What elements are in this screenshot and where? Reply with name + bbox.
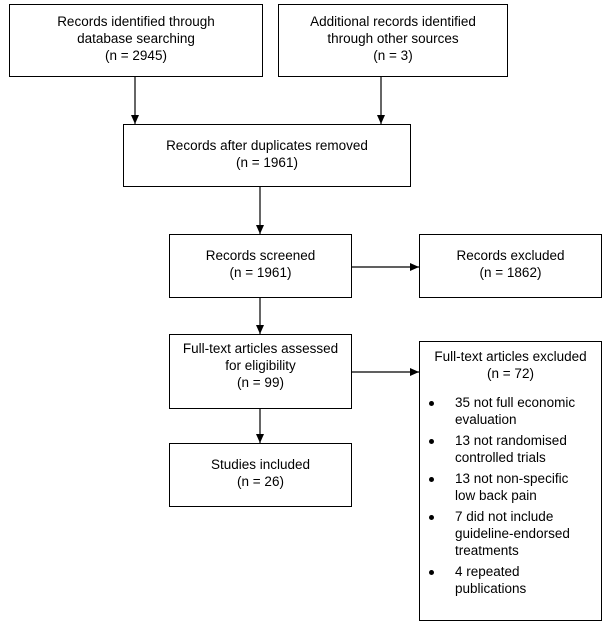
reason-2-line-1: 13 not randomised — [455, 433, 567, 448]
other-sources-box: Additional records identified through ot… — [278, 4, 508, 77]
full-text-excluded-count: (n = 72) — [487, 366, 534, 381]
bullet-dot — [429, 439, 434, 444]
other-sources-count: (n = 3) — [373, 48, 413, 63]
full-text-excluded-label: Full-text articles excluded — [434, 349, 587, 364]
studies-included-label: Studies included — [210, 457, 311, 472]
records-excluded-box: Records excluded (n = 1862) — [419, 234, 602, 298]
exclusion-reason-item: 13 not randomised controlled trials — [420, 432, 601, 466]
exclusion-reason-item: 4 repeated publications — [420, 563, 601, 597]
bullet-dot — [429, 570, 434, 575]
other-sources-line-2: through other sources — [327, 31, 459, 46]
exclusion-reason-item: 35 not full economic evaluation — [420, 394, 601, 428]
reason-3-line-2: low back pain — [455, 488, 537, 503]
records-excluded-count: (n = 1862) — [479, 265, 542, 280]
reason-3-line-1: 13 not non-specific — [455, 471, 569, 486]
database-searching-box: Records identified through database sear… — [9, 4, 263, 77]
full-text-assessed-count: (n = 99) — [237, 375, 284, 390]
full-text-excluded-box: Full-text articles excluded (n = 72) 35 … — [419, 341, 602, 621]
reason-4-line-3: treatments — [455, 543, 519, 558]
reason-5-line-1: 4 repeated — [455, 564, 520, 579]
records-screened-count: (n = 1961) — [229, 265, 292, 280]
exclusion-reasons-list: 35 not full economic evaluation 13 not r… — [420, 394, 601, 597]
reason-4-line-2: guideline-endorsed — [455, 526, 570, 541]
studies-included-count: (n = 26) — [237, 474, 284, 489]
records-excluded-label: Records excluded — [456, 248, 565, 263]
duplicates-removed-label: Records after duplicates removed — [166, 138, 368, 153]
full-text-assessed-box: Full-text articles assessed for eligibil… — [169, 334, 352, 409]
database-line-1: Records identified through — [57, 14, 215, 29]
records-screened-label: Records screened — [205, 248, 316, 263]
other-sources-line-1: Additional records identified — [310, 14, 476, 29]
studies-included-box: Studies included (n = 26) — [169, 443, 352, 507]
database-count: (n = 2945) — [105, 48, 167, 63]
bullet-dot — [429, 515, 434, 520]
full-text-excluded-header: Full-text articles excluded (n = 72) — [420, 348, 601, 382]
full-text-assessed-line-1: Full-text articles assessed — [182, 341, 339, 356]
bullet-dot — [429, 401, 434, 406]
reason-1-line-2: evaluation — [455, 412, 517, 427]
duplicates-removed-count: (n = 1961) — [236, 155, 298, 170]
reason-5-line-2: publications — [455, 581, 527, 596]
reason-4-line-1: 7 did not include — [455, 509, 554, 524]
exclusion-reason-item: 7 did not include guideline-endorsed tre… — [420, 508, 601, 559]
reason-1-line-1: 35 not full economic — [455, 395, 576, 410]
duplicates-removed-box: Records after duplicates removed (n = 19… — [123, 124, 411, 187]
full-text-assessed-line-2: for eligibility — [225, 358, 296, 373]
database-line-2: database searching — [77, 31, 195, 46]
reason-2-line-2: controlled trials — [455, 450, 546, 465]
records-screened-box: Records screened (n = 1961) — [169, 234, 352, 298]
exclusion-reason-item: 13 not non-specific low back pain — [420, 470, 601, 504]
bullet-dot — [429, 477, 434, 482]
